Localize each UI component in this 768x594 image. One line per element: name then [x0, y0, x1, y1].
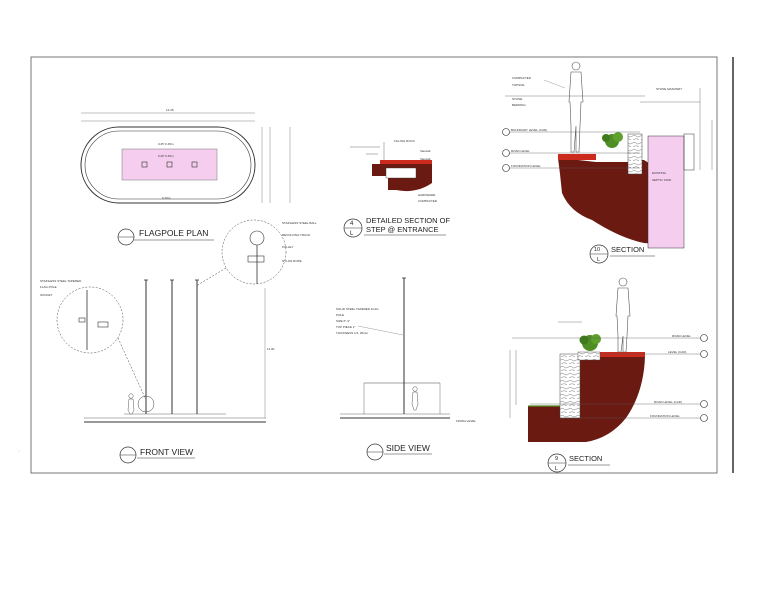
svg-text:0.70m: 0.70m	[162, 196, 171, 200]
section9-road-level-cad: ROAD LEVEL (CAD)	[654, 400, 682, 404]
svg-text:L: L	[597, 257, 600, 263]
svg-text:HARDWARE: HARDWARE	[418, 193, 435, 197]
svg-text:POLE: POLE	[336, 313, 344, 317]
step-detail-section: FILLING ROCK Vanwall Vanwall HARDWARE CO…	[343, 139, 450, 238]
flagpole-plan: 12.45 0.25' 0.45m 0.25' 0.45m 0.70m FLAG…	[80, 108, 291, 246]
side-view-person	[411, 386, 419, 411]
svg-text:FINISH LEVEL: FINISH LEVEL	[456, 419, 476, 423]
section10-road-level: ROAD LEVEL	[511, 149, 530, 153]
section10-level-marker-2	[502, 149, 510, 157]
section-9: ROAD LEVEL LEVEL (CAD) ROAD LEVEL (CAD) …	[509, 277, 708, 473]
section10-boundary-level: BOUNDARY LEVEL (CAD)	[511, 128, 547, 132]
section9-level-marker-3	[700, 400, 708, 408]
section9-title: SECTION	[569, 454, 602, 463]
front-detail-callout-right	[221, 219, 287, 285]
svg-text:REVOLVING TRUCK: REVOLVING TRUCK	[282, 233, 310, 237]
section9-soil	[528, 356, 645, 442]
section10-septic-tank	[647, 135, 685, 249]
plan-pink-platform	[121, 148, 218, 181]
section10-level-marker-1	[502, 128, 510, 136]
section9-level-marker-2	[700, 350, 708, 358]
svg-text:9: 9	[555, 456, 558, 462]
section10-title: SECTION	[611, 245, 644, 254]
svg-text:12.45: 12.45	[166, 108, 174, 112]
svg-text:COMPACTED: COMPACTED	[512, 76, 532, 80]
svg-text:SOCKET: SOCKET	[40, 293, 53, 297]
svg-text:Vanwall: Vanwall	[420, 157, 431, 161]
side-view: SOLID STEEL TAPERED FLAG POLE SIZE 6"-3"…	[336, 277, 476, 461]
detail-title-line2: STEP @ ENTRANCE	[366, 225, 439, 234]
svg-text:0.25' 0.45m: 0.25' 0.45m	[158, 154, 174, 158]
detail-title-line1: DETAILED SECTION OF	[366, 216, 450, 225]
section10-stone-wall	[627, 133, 643, 175]
side-view-title: SIDE VIEW	[386, 443, 430, 453]
section10-tank-label-2: SEPTIC TANK	[652, 178, 671, 182]
section9-level-marker-4	[700, 414, 708, 422]
svg-text:TOP PIECE 1": TOP PIECE 1"	[336, 325, 355, 329]
svg-text:SIZE 6"-3": SIZE 6"-3"	[336, 319, 350, 323]
svg-text:COMPACTED: COMPACTED	[418, 199, 438, 203]
section9-level-marker-1	[700, 334, 708, 342]
svg-text:FILLING ROCK: FILLING ROCK	[394, 139, 415, 143]
front-view-title: FRONT VIEW	[140, 447, 193, 457]
section9-stone-wall	[559, 353, 581, 419]
section10-tank-label-1: EXISTING	[652, 171, 667, 175]
section-10: EXISTING SEPTIC TANK COMPACTED TOPSOIL S…	[502, 61, 713, 264]
flagpole-plan-title: FLAGPOLE PLAN	[139, 228, 208, 238]
section9-foundation-level: FOUNDATION LEVEL	[650, 414, 680, 418]
svg-text:STONE: STONE	[512, 97, 522, 101]
svg-text:TOPSOIL: TOPSOIL	[512, 83, 525, 87]
front-detail-callout-left	[56, 286, 124, 354]
svg-text:BEDDING: BEDDING	[512, 103, 526, 107]
svg-text:4: 4	[350, 221, 354, 227]
section10-foundation-level: FOUNDATION LEVEL	[511, 164, 541, 168]
svg-text:STAINLESS STEEL BALL: STAINLESS STEEL BALL	[282, 221, 317, 225]
front-view-person	[127, 393, 135, 415]
svg-text:FLAG POLE: FLAG POLE	[40, 285, 57, 289]
front-view: STAINLESS STEEL TAPERED FLAG POLE SOCKET…	[40, 219, 317, 464]
section9-human-figure	[615, 277, 631, 353]
svg-text:10: 10	[594, 247, 600, 253]
svg-text:SOLID STEEL TAPERED FLAG: SOLID STEEL TAPERED FLAG	[336, 307, 379, 311]
svg-text:THICKNESS 1/4, 25mm: THICKNESS 1/4, 25mm	[336, 331, 369, 335]
svg-text:STONE MASONRY: STONE MASONRY	[656, 87, 682, 91]
svg-text:0.25' 0.45m: 0.25' 0.45m	[158, 142, 174, 146]
svg-text:Vanwall: Vanwall	[420, 149, 431, 153]
section9-level: LEVEL (CAD)	[668, 350, 686, 354]
svg-text:PULLEY: PULLEY	[282, 245, 294, 249]
svg-text:L: L	[350, 231, 354, 237]
svg-text:L: L	[555, 466, 558, 472]
section9-road-level: ROAD LEVEL	[672, 334, 691, 338]
svg-text:STAINLESS STEEL TAPERED: STAINLESS STEEL TAPERED	[40, 279, 82, 283]
section10-level-marker-3	[502, 164, 510, 172]
svg-text:.:: .:	[18, 449, 20, 453]
svg-text:NYLON ROPE: NYLON ROPE	[282, 259, 302, 263]
svg-text:11.00: 11.00	[267, 347, 275, 351]
